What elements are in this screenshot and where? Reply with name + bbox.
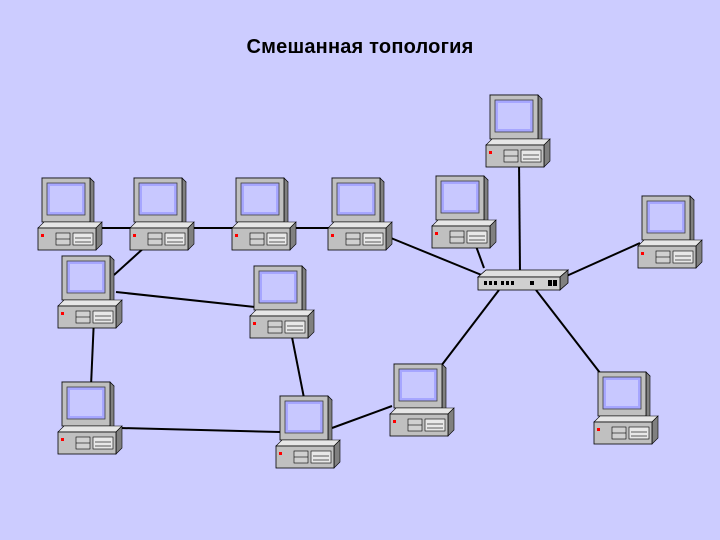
computer-bottom-left-icon xyxy=(57,381,123,455)
computer-row1-2-icon xyxy=(129,177,195,251)
computer-mid-left-icon xyxy=(57,255,123,329)
link-switch-lower-mid-pc xyxy=(437,289,500,371)
computer-lower-mid-icon xyxy=(389,363,455,437)
computer-top-icon xyxy=(485,94,551,168)
link-pc4-switch xyxy=(385,235,485,277)
link-pc9-pc10 xyxy=(331,405,393,429)
link-pc6-pc8 xyxy=(90,317,95,387)
computer-right-icon xyxy=(637,195,703,269)
link-pc6-pc7 xyxy=(115,291,256,308)
link-switch-right-pc xyxy=(561,242,641,279)
computer-row1-3-icon xyxy=(231,177,297,251)
computer-mid-center-icon xyxy=(249,265,315,339)
network-switch-icon xyxy=(476,269,570,291)
link-switch-lower-right-pc xyxy=(535,289,605,379)
link-pc7-pc9 xyxy=(290,331,305,399)
link-switch-top-pc xyxy=(518,159,521,273)
computer-row1-1-icon xyxy=(37,177,103,251)
computer-lower-right-icon xyxy=(593,371,659,445)
computer-row1-4-icon xyxy=(327,177,393,251)
slide-title: Смешанная топология xyxy=(246,36,474,58)
computer-row1-5-icon xyxy=(431,175,497,249)
link-pc2-pc6 xyxy=(113,245,147,276)
computer-bottom-center-icon xyxy=(275,395,341,469)
link-pc8-pc9 xyxy=(119,427,281,433)
